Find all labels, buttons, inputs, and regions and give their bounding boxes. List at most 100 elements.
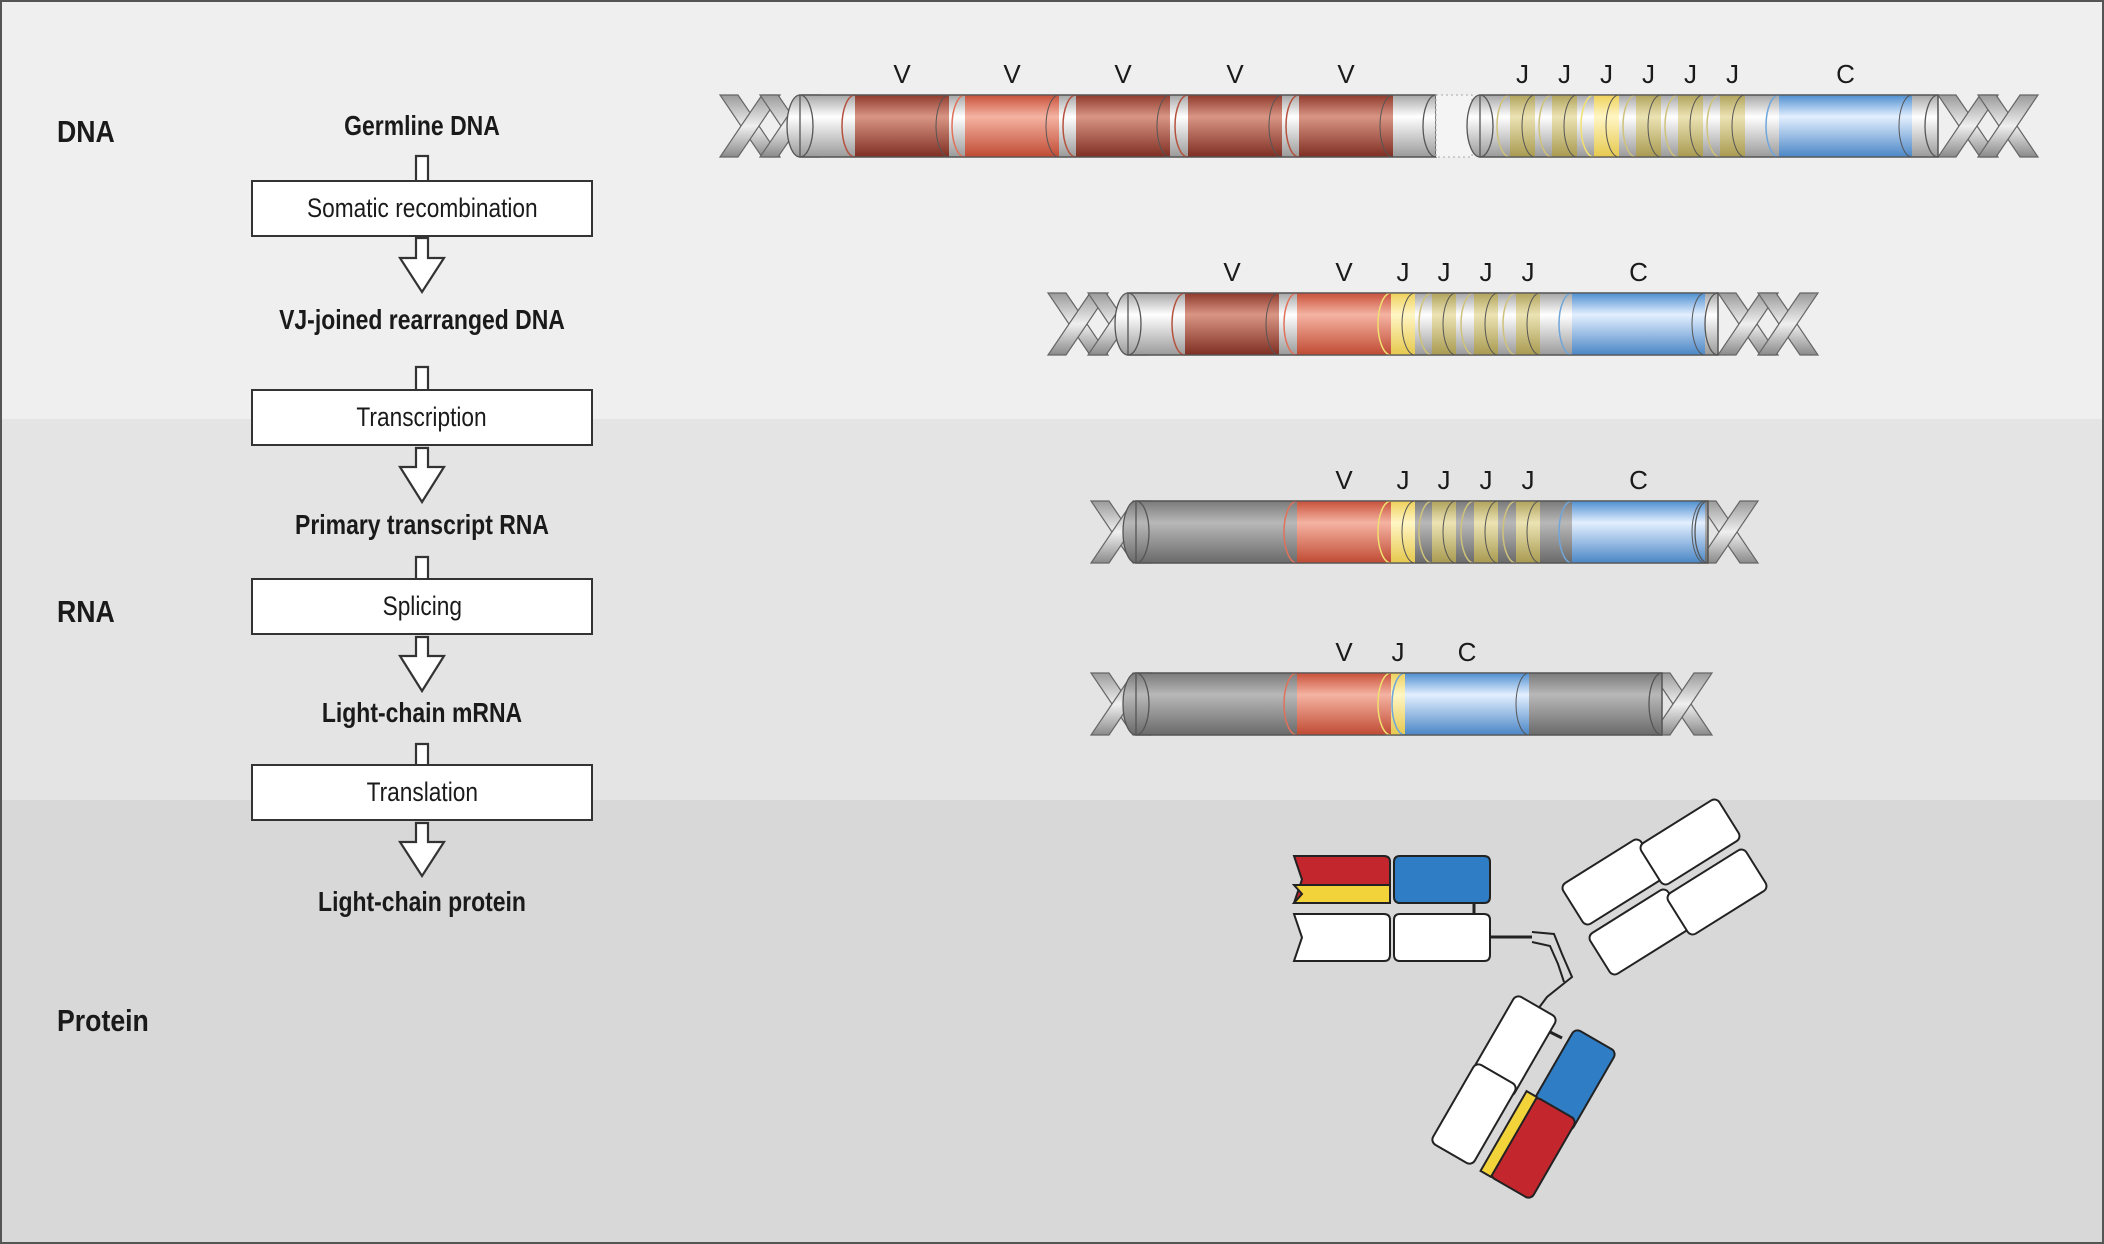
segment-edge (1285, 94, 1300, 158)
segment-edge (1045, 94, 1060, 158)
segment-edge (1647, 94, 1662, 158)
segment-edge (1526, 292, 1541, 356)
segment-label-j: J (1642, 59, 1655, 89)
segment-edge (1062, 94, 1077, 158)
segment-label-j: J (1684, 59, 1697, 89)
segment-edge (1265, 292, 1280, 356)
segment-edge (1460, 292, 1475, 356)
flow-arrow (397, 236, 447, 295)
helix-end-right (1696, 500, 1760, 564)
segment-label-j: J (1480, 257, 1493, 287)
segment-label-c: C (1458, 637, 1477, 667)
segment-edge (1442, 500, 1457, 564)
stage-germline-dna: Germline DNA (344, 110, 500, 141)
segment-c (1405, 673, 1529, 735)
segment-edge (1898, 94, 1913, 158)
segment-edge (1580, 94, 1595, 158)
segment-label-v: V (1223, 257, 1241, 287)
segment-edge (1401, 292, 1416, 356)
helix-end-right (1976, 94, 2040, 158)
step-translation: Translation (251, 764, 593, 821)
segment-edge (1515, 672, 1530, 736)
segment-label-c: C (1629, 257, 1648, 287)
heavy-chain-variable-domain (1292, 913, 1391, 962)
strand-end-edge (1704, 292, 1719, 356)
segment-label-j: J (1522, 257, 1535, 287)
segment-edge (1689, 94, 1704, 158)
segment-edge (1526, 500, 1541, 564)
light-chain-j-region (1291, 884, 1391, 904)
strand-end-edge (1924, 94, 1939, 158)
strand-outline (1127, 292, 1719, 356)
segment-c (1572, 501, 1705, 563)
segment-edge (841, 94, 856, 158)
segment-v (855, 95, 949, 157)
segment-edge (1538, 94, 1553, 158)
segment-edge (1283, 672, 1298, 736)
segment-edge (1442, 292, 1457, 356)
strand-outline (1479, 94, 1939, 158)
segment-v (1185, 293, 1279, 355)
segment-edge (1268, 94, 1283, 158)
helix-end-right (1756, 292, 1820, 356)
helix-end-right (1936, 94, 2000, 158)
segment-edge (1460, 500, 1475, 564)
segment-v (1299, 95, 1393, 157)
step-splicing: Splicing (251, 578, 593, 635)
segment-vj (965, 95, 1059, 157)
segment-edge (1174, 94, 1189, 158)
section-label-dna: DNA (57, 114, 115, 149)
segment-edge (1558, 500, 1573, 564)
helix-end-left (718, 94, 782, 158)
segment-label-v: V (1114, 59, 1132, 89)
segment-edge (1171, 292, 1186, 356)
section-label-rna: RNA (57, 594, 115, 629)
segment-edge (1691, 500, 1706, 564)
helix-end-right (1716, 292, 1780, 356)
light-chain-constant-domain (1393, 855, 1491, 904)
segment-v (1076, 95, 1170, 157)
segment-label-j: J (1522, 465, 1535, 495)
segment-label-c: C (1629, 465, 1648, 495)
strand-end-edge (1694, 500, 1709, 564)
stage-light-chain-mrna: Light-chain mRNA (321, 697, 523, 728)
segment-vj (1297, 293, 1391, 355)
segment-edge (1731, 94, 1746, 158)
fc-domain (1666, 848, 1768, 936)
segment-c (1779, 95, 1912, 157)
step-label: Somatic recombination (306, 193, 538, 223)
segment-edge (1691, 292, 1706, 356)
step-label: Splicing (382, 591, 462, 621)
strand-end-edge (1422, 94, 1437, 158)
segment-edge (935, 94, 950, 158)
step-transcription: Transcription (251, 389, 593, 446)
segment-edge (1484, 500, 1499, 564)
segment-label-v: V (1335, 637, 1353, 667)
segment-edge (1765, 94, 1780, 158)
segment-vj (1297, 501, 1391, 563)
light-chain-j-region-lower (1479, 1089, 1539, 1179)
segment-edge (1496, 94, 1511, 158)
segment-edge (1484, 292, 1499, 356)
segment-label-j: J (1438, 465, 1451, 495)
germline-gap (1435, 94, 1473, 158)
segment-edge (1377, 672, 1392, 736)
fc-domain (1639, 798, 1741, 886)
helix-end-right (1650, 672, 1714, 736)
segment-edge (1706, 94, 1721, 158)
segment-label-v: V (1337, 59, 1355, 89)
segment-label-j: J (1600, 59, 1613, 89)
segment-edge (951, 94, 966, 158)
segment-label-j: J (1726, 59, 1739, 89)
segment-label-v: V (1335, 257, 1353, 287)
segment-v (1188, 95, 1282, 157)
segment-label-j: J (1438, 257, 1451, 287)
segment-label-j: J (1392, 637, 1405, 667)
segment-vj (1297, 673, 1391, 735)
segment-edge (1502, 292, 1517, 356)
segment-label-v: V (1335, 465, 1353, 495)
